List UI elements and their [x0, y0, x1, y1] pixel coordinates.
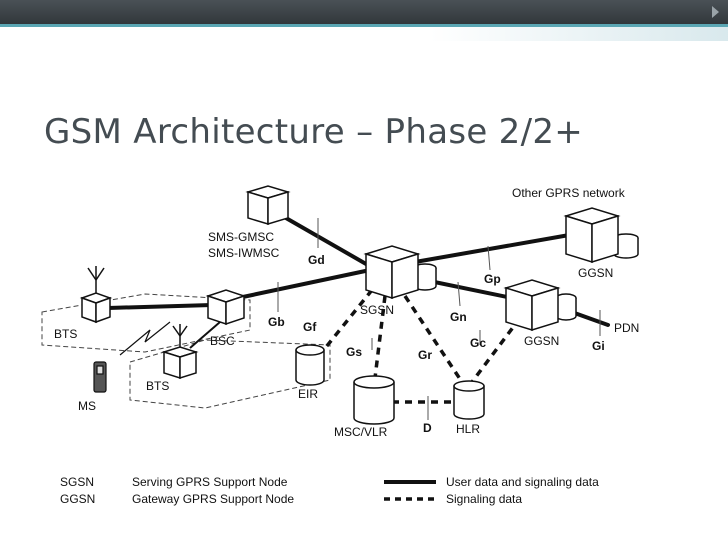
iface-gs: Gs — [346, 345, 362, 359]
bts-left-node-icon — [79, 266, 113, 324]
bts-right-node-icon — [161, 324, 199, 380]
slide-header-bar — [0, 0, 728, 24]
label-ggsn-top: GGSN — [578, 266, 613, 280]
link-sgsn-hlr — [403, 295, 464, 383]
link-ggsn-hlr — [470, 316, 522, 384]
label-msc-vlr: MSC/VLR — [334, 425, 388, 439]
link-smsc-sgsn — [270, 208, 382, 274]
iface-gi: Gi — [592, 339, 605, 353]
cell-outlines — [41, 293, 331, 409]
label-pdn: PDN — [614, 321, 639, 335]
legend-desc-ggsn: Gateway GPRS Support Node — [132, 492, 294, 506]
label-sms-iwmsc: SMS-IWMSC — [208, 246, 280, 260]
label-sgsn: SGSN — [360, 303, 394, 317]
header-accent-tab — [430, 27, 728, 41]
link-sgsn-msc — [373, 295, 387, 379]
iface-gr: Gr — [418, 348, 432, 362]
msc-vlr-database-icon — [353, 375, 395, 425]
label-hlr: HLR — [456, 422, 480, 436]
iface-gb: Gb — [268, 315, 285, 329]
link-bsc-bts-right — [189, 321, 221, 349]
legend-abbr-sgsn: SGSN — [60, 475, 94, 489]
ms-phone-icon — [93, 361, 107, 393]
label-eir: EIR — [298, 387, 318, 401]
label-bts-left: BTS — [54, 327, 77, 341]
link-bsc-sgsn — [236, 268, 372, 300]
iface-gd: Gd — [308, 253, 325, 267]
sms-gmsc-node-icon — [245, 185, 291, 226]
legend-desc-sgsn: Serving GPRS Support Node — [132, 475, 288, 489]
ggsn-top-node-icon — [563, 207, 639, 264]
iface-gc: Gc — [470, 336, 486, 350]
label-sms-gmsc: SMS-GMSC — [208, 230, 274, 244]
label-bsc: BSC — [210, 334, 235, 348]
dashed-links — [320, 288, 522, 404]
radio-link-zigzag — [119, 321, 171, 356]
legend-abbr-ggsn: GGSN — [60, 492, 95, 506]
ggsn-mid-node-icon — [503, 279, 577, 332]
slide-nav-arrow-icon — [712, 6, 719, 18]
iface-gp: Gp — [484, 272, 501, 286]
label-ggsn-mid: GGSN — [524, 334, 559, 348]
link-sgsn-eir — [320, 288, 374, 354]
link-bts-bsc — [106, 303, 214, 310]
legend-dashed-label: Signaling data — [446, 492, 522, 506]
link-sgsn-ggsn-top — [413, 232, 577, 264]
bsc-node-icon — [205, 289, 247, 326]
slide-title: GSM Architecture – Phase 2/2+ — [44, 112, 584, 152]
label-ms: MS — [78, 399, 96, 413]
sgsn-node-icon — [363, 245, 437, 300]
legend-solid-label: User data and signaling data — [446, 475, 599, 489]
legend: SGSN Serving GPRS Support Node GGSN Gate… — [60, 475, 599, 506]
interface-ticks — [277, 218, 601, 420]
label-other-gprs: Other GPRS network — [512, 186, 626, 200]
hlr-database-icon — [453, 380, 485, 420]
iface-d: D — [423, 421, 432, 435]
label-bts-right: BTS — [146, 379, 169, 393]
iface-gn: Gn — [450, 310, 467, 324]
header-accent-line — [0, 24, 728, 27]
iface-gf: Gf — [303, 320, 317, 334]
eir-database-icon — [295, 344, 325, 386]
